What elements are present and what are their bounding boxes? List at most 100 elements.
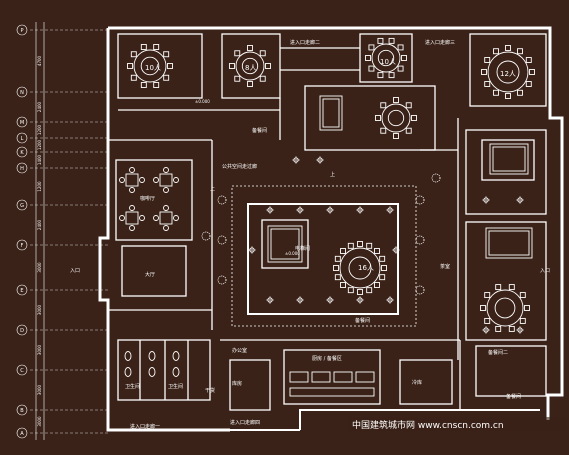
label-prep-3: 备餐间二	[488, 349, 508, 356]
axis-bubble	[16, 116, 28, 128]
chair	[393, 133, 399, 139]
axis-label: K	[20, 150, 24, 156]
label-prep-2: 备餐间	[355, 317, 370, 324]
stool	[139, 215, 145, 221]
chair	[357, 289, 363, 295]
axis-bubble	[16, 24, 28, 36]
stool	[153, 215, 159, 221]
chair	[495, 325, 502, 332]
kitchen-counter	[333, 371, 353, 383]
axis-bubble	[16, 162, 28, 174]
chair	[366, 287, 373, 294]
chair	[163, 74, 170, 81]
sofa	[319, 95, 343, 131]
chair	[529, 69, 535, 75]
label-entry-a: 入口	[70, 268, 80, 274]
chair	[393, 97, 399, 103]
chair	[347, 242, 354, 249]
chair	[259, 50, 266, 57]
label-corridor-2: 电梯间	[295, 245, 310, 252]
chair	[381, 265, 387, 271]
plant	[415, 195, 425, 205]
chair	[229, 63, 235, 69]
chair	[167, 63, 173, 69]
label-toilet-2: 卫生间	[168, 383, 183, 390]
label-lobby-1: 咖啡厅	[140, 195, 155, 202]
axis-dimension: 3000	[37, 416, 42, 427]
chair	[484, 317, 491, 324]
chair	[365, 55, 371, 61]
chair	[357, 241, 363, 247]
sofa-cushion	[492, 146, 526, 172]
chair	[374, 282, 380, 288]
chair	[340, 282, 346, 288]
axis-label: P	[20, 28, 23, 34]
chair	[484, 57, 491, 63]
chair	[130, 74, 137, 81]
axis-dimension: 3000	[37, 262, 42, 273]
chair	[130, 51, 137, 58]
label-office: 办公室	[232, 347, 247, 354]
axis-dimension: 2400	[37, 101, 42, 112]
round-table	[486, 289, 524, 327]
axis-label: L	[21, 136, 24, 142]
toilet-fixture	[148, 351, 156, 361]
label-storage-3: 冷库	[412, 379, 422, 386]
lazy-susan	[140, 56, 160, 76]
plant	[217, 195, 227, 205]
square-table	[125, 211, 139, 225]
chair	[380, 102, 387, 109]
sofa	[267, 225, 303, 263]
square-table	[125, 173, 139, 187]
chair	[259, 75, 266, 82]
label-right-room: 茶室	[440, 263, 450, 270]
furniture	[119, 37, 535, 397]
sofa-cushion	[322, 98, 340, 128]
label-room-10a: 10人	[145, 64, 161, 72]
chair	[411, 115, 417, 121]
chair	[481, 69, 487, 75]
chair	[508, 325, 515, 332]
axis-label: N	[20, 90, 24, 96]
chair	[401, 55, 407, 61]
plant	[415, 235, 425, 245]
stool	[163, 187, 169, 193]
axis-dimension: 3000	[37, 344, 42, 355]
chair	[374, 248, 380, 254]
toilet-fixture	[124, 351, 132, 361]
axis-bubble	[16, 146, 28, 158]
axis-bubble	[16, 427, 28, 439]
label-prep-1: 备餐间	[252, 127, 267, 134]
chair	[484, 292, 491, 299]
round-table	[235, 51, 265, 81]
chair	[505, 45, 511, 51]
label-level-1: ±0.000	[195, 99, 210, 104]
label-lobby-2: 大厅	[145, 271, 155, 278]
axis-label: D	[20, 328, 24, 334]
chair	[388, 72, 395, 79]
sofa-cushion	[270, 228, 300, 260]
label-entry-b: 入口	[540, 268, 550, 274]
chair	[525, 81, 532, 87]
stool	[163, 205, 169, 211]
lazy-susan	[496, 60, 520, 84]
chair	[493, 89, 499, 96]
stool	[163, 225, 169, 231]
chair	[333, 265, 339, 271]
label-kitchen: 厨房 / 备餐区	[312, 355, 342, 362]
axis-dimension: 3000	[37, 304, 42, 315]
label-room-8a: 8人	[245, 64, 256, 72]
round-table	[133, 49, 167, 83]
label-level-2: ±0.000	[285, 251, 300, 256]
lazy-susan	[241, 57, 259, 75]
label-stairs-up-1: 上	[210, 185, 215, 192]
chair	[505, 93, 511, 99]
chair	[234, 50, 241, 57]
axis-bubble	[16, 199, 28, 211]
plant	[415, 285, 425, 295]
lazy-susan	[348, 256, 372, 280]
stool	[129, 225, 135, 231]
label-room-10b: 10人	[380, 58, 396, 66]
chair	[334, 274, 341, 281]
chair	[379, 255, 386, 262]
